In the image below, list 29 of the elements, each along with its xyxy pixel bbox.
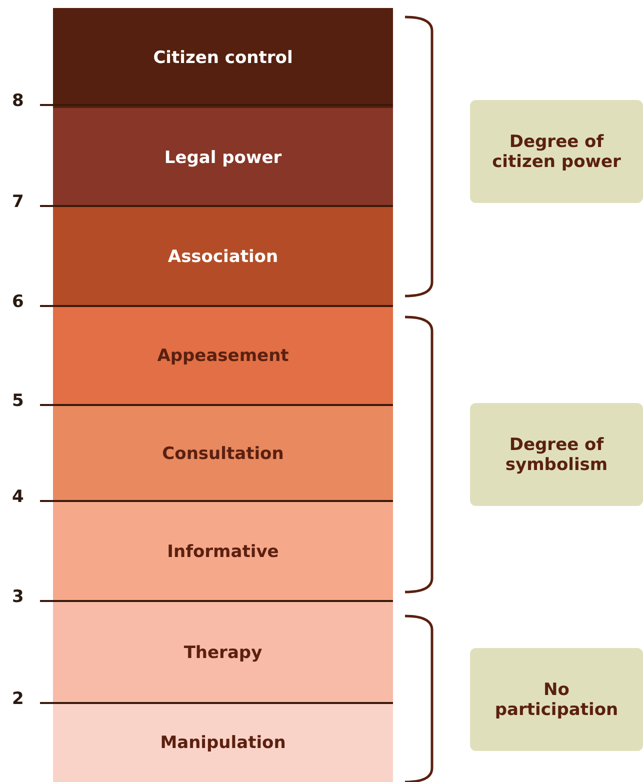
- ladder-rung-band: [53, 8, 393, 108]
- scale-number: 8: [12, 91, 24, 111]
- ladder-rung-band: [53, 405, 393, 502]
- scale-number: 5: [12, 391, 24, 411]
- scale-number: 3: [12, 587, 24, 607]
- category-label: Degree of citizen power: [491, 132, 622, 172]
- scale-number: 7: [12, 192, 24, 212]
- scale-number: 2: [12, 689, 24, 709]
- rung-label: Citizen control: [153, 48, 293, 68]
- rung-label: Appeasement: [157, 346, 289, 366]
- ladder-rung-band: [53, 207, 393, 306]
- ladder-rung-band: [53, 703, 393, 782]
- rung-label: Informative: [167, 542, 279, 562]
- ladder-rung-band: [53, 306, 393, 405]
- category-label: Degree of symbolism: [504, 434, 609, 474]
- ladder-rung-band: [53, 108, 393, 207]
- rung-label: Consultation: [162, 444, 284, 464]
- category-box: [470, 403, 643, 506]
- ladder-rung-band: [53, 602, 393, 703]
- ladder-rung-band: [53, 502, 393, 602]
- scale-number: 4: [12, 487, 24, 507]
- category-box: [470, 648, 643, 751]
- category-box: [470, 100, 643, 203]
- rung-label: Legal power: [164, 148, 282, 168]
- category-label: No participation: [494, 680, 620, 720]
- rung-label: Manipulation: [160, 732, 286, 752]
- rung-label: Therapy: [184, 642, 262, 662]
- scale-number: 6: [12, 292, 24, 312]
- rung-label: Association: [168, 246, 278, 266]
